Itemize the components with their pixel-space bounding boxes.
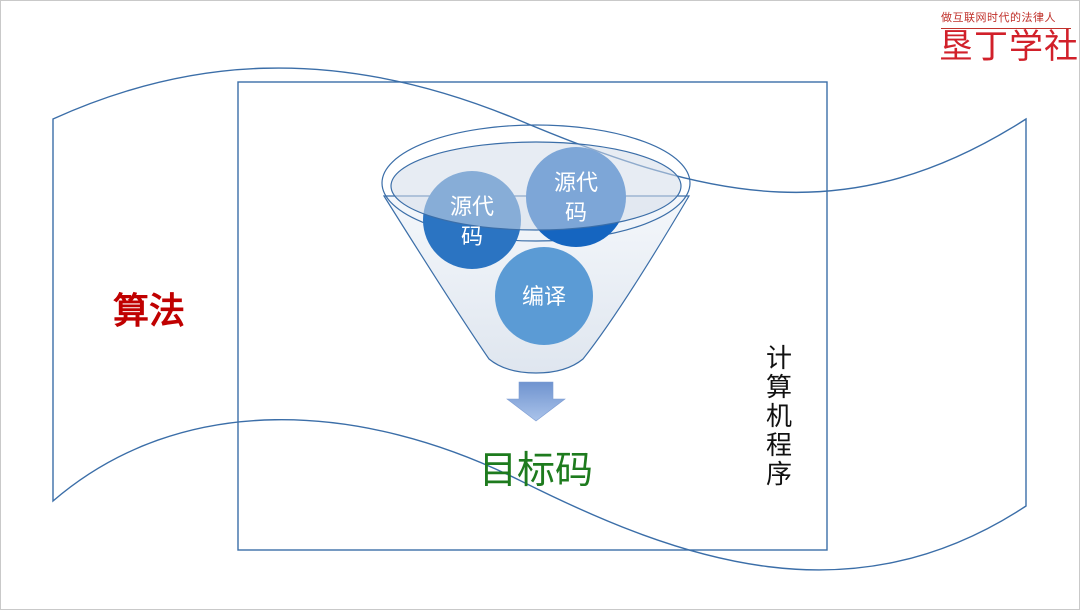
funnel-rim-outer [381, 124, 691, 242]
program-label-char-3: 机 [766, 402, 792, 432]
brand-logo: 垦丁学社 [939, 27, 1079, 67]
source-code-right-line1: 源代 [554, 171, 598, 196]
program-label-char-4: 程 [766, 431, 792, 461]
program-label-char-2: 算 [766, 373, 792, 403]
algorithm-banner [52, 67, 1027, 571]
compile-label: 编译 [522, 285, 566, 310]
funnel-rim-inner [390, 141, 682, 231]
brand-divider [941, 28, 1071, 29]
program-label-char-1: 计 [766, 344, 792, 374]
down-arrow-icon [506, 381, 566, 422]
brand-tagline: 做互联网时代的法律人 [941, 11, 1056, 24]
program-box [237, 81, 828, 551]
algorithm-label: 算法 [113, 291, 185, 332]
target-code-label: 目标码 [479, 448, 593, 492]
source-code-right-line2: 码 [565, 201, 587, 226]
source-code-left-line1: 源代 [450, 195, 494, 220]
program-label-char-5: 序 [766, 460, 792, 490]
compile-bubble [495, 247, 593, 345]
source-code-left-line2: 码 [461, 225, 483, 250]
